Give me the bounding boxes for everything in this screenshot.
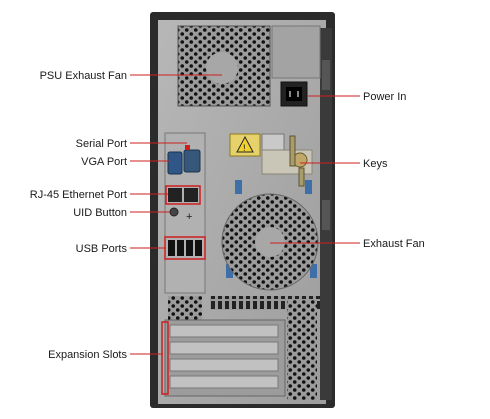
label-power-in: Power In	[363, 91, 406, 103]
io-panel: +	[164, 132, 206, 294]
label-usb-ports: USB Ports	[76, 243, 128, 255]
svg-text:!: !	[243, 143, 246, 153]
label-psu-exhaust-fan: PSU Exhaust Fan	[40, 70, 127, 82]
psu-fan-grille	[177, 25, 321, 107]
power-inlet	[280, 81, 308, 107]
expansion-slots-area	[161, 300, 317, 400]
vga-port	[167, 151, 183, 175]
label-rj45-port: RJ-45 Ethernet Port	[30, 189, 127, 201]
rj45-port-1	[168, 188, 182, 202]
serial-port	[183, 149, 201, 173]
keys	[261, 135, 313, 187]
label-vga-port: VGA Port	[81, 156, 127, 168]
label-expansion-slots: Expansion Slots	[48, 349, 127, 361]
rj45-port-2	[184, 188, 198, 202]
label-keys: Keys	[363, 158, 388, 170]
labels: PSU Exhaust Fan Power In Serial Port VGA…	[30, 70, 425, 361]
label-uid-button: UID Button	[73, 207, 127, 219]
warning-triangle-icon	[236, 135, 254, 153]
plus-icon: +	[186, 211, 192, 223]
label-serial-port: Serial Port	[76, 138, 127, 150]
uid-button	[169, 207, 179, 217]
blue-latches	[226, 180, 317, 278]
label-exhaust-fan: Exhaust Fan	[363, 238, 425, 250]
callout-lines	[130, 74, 360, 355]
exhaust-fan-grille	[221, 193, 319, 291]
